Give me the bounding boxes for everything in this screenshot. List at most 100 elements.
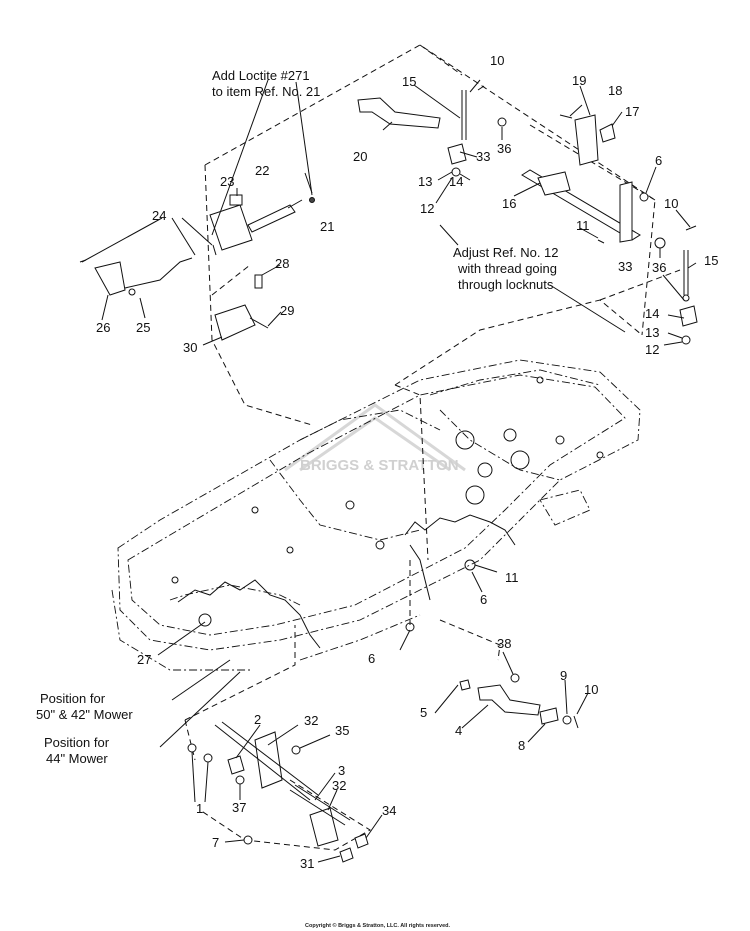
part-37-nut bbox=[235, 775, 245, 785]
part-32-plate-lower bbox=[309, 807, 339, 847]
note-adjust-line3: through locknuts bbox=[458, 277, 554, 292]
label-11-upper: 11 bbox=[576, 218, 590, 233]
label-5: 5 bbox=[420, 705, 427, 720]
label-26: 26 bbox=[96, 320, 110, 335]
note-pos50-line1: Position for bbox=[40, 691, 106, 706]
note-adjust-line2: with thread going bbox=[457, 261, 557, 276]
label-15-lower: 15 bbox=[704, 253, 718, 268]
callout-notes: Add Loctite #271 to item Ref. No. 21 Adj… bbox=[36, 68, 559, 766]
label-19: 19 bbox=[572, 73, 586, 88]
label-10: 10 bbox=[490, 53, 504, 68]
part-36-washer-lower bbox=[654, 237, 666, 249]
part-36-washer-upper bbox=[497, 117, 507, 127]
part-33-block-lower bbox=[679, 305, 698, 327]
part-20-bracket bbox=[357, 97, 441, 129]
label-12-upper: 12 bbox=[420, 201, 434, 216]
label-10-right: 10 bbox=[664, 196, 678, 211]
label-22: 22 bbox=[255, 163, 269, 178]
label-27: 27 bbox=[137, 652, 151, 667]
label-14-lower: 14 bbox=[645, 306, 659, 321]
part-labels: 10 15 19 18 17 20 33 36 13 14 12 6 10 16… bbox=[96, 53, 718, 871]
label-6-mid: 6 bbox=[480, 592, 487, 607]
part-28-bolt bbox=[254, 274, 263, 289]
label-9: 9 bbox=[560, 668, 567, 683]
label-13-upper: 13 bbox=[418, 174, 432, 189]
label-2: 2 bbox=[254, 712, 261, 727]
chassis-frame bbox=[111, 359, 641, 671]
label-15: 15 bbox=[402, 74, 416, 89]
part-33-block-upper bbox=[447, 143, 467, 165]
copyright-footer: Copyright © Briggs & Stratton, LLC. All … bbox=[305, 922, 451, 929]
part-9-washer bbox=[562, 715, 572, 725]
assembly-dashed-outlines bbox=[184, 44, 681, 851]
label-12-lower: 12 bbox=[645, 342, 659, 357]
label-6-lower: 6 bbox=[368, 651, 375, 666]
label-32-lower: 32 bbox=[332, 778, 346, 793]
label-21: 21 bbox=[320, 219, 334, 234]
part-1-nut-b bbox=[203, 753, 213, 763]
label-34: 34 bbox=[382, 803, 396, 818]
watermark-text: BRIGGS & STRATTON bbox=[300, 457, 459, 474]
label-29: 29 bbox=[280, 303, 294, 318]
note-adjust-line1: Adjust Ref. No. 12 bbox=[453, 245, 559, 260]
label-7: 7 bbox=[212, 835, 219, 850]
lift-linkage-assembly bbox=[357, 85, 698, 345]
part-30-bracket bbox=[214, 304, 256, 341]
part-18-plate bbox=[574, 114, 599, 166]
label-17: 17 bbox=[625, 104, 639, 119]
label-31: 31 bbox=[300, 856, 314, 871]
label-3: 3 bbox=[338, 763, 345, 778]
label-20: 20 bbox=[353, 149, 367, 164]
part-3-rod bbox=[214, 724, 311, 801]
part-34-bolt bbox=[354, 833, 369, 849]
label-18: 18 bbox=[608, 83, 622, 98]
part-7-nut bbox=[243, 835, 253, 845]
label-36-upper: 36 bbox=[497, 141, 511, 156]
watermark-logo: BRIGGS & STRATTON bbox=[284, 403, 466, 474]
label-38: 38 bbox=[497, 636, 511, 651]
part-19-screw bbox=[559, 114, 573, 119]
part-31-bolt bbox=[339, 847, 354, 863]
note-pos44-line2: 44" Mower bbox=[46, 751, 108, 766]
actuator-assembly bbox=[79, 194, 315, 341]
part-38-nut bbox=[510, 673, 520, 683]
part-5-bolt bbox=[459, 679, 471, 691]
label-33-lower: 33 bbox=[618, 259, 632, 274]
label-30: 30 bbox=[183, 340, 197, 355]
part-2-clip bbox=[227, 755, 245, 775]
label-4: 4 bbox=[455, 723, 462, 738]
note-pos44-line1: Position for bbox=[44, 735, 110, 750]
part-6-nut-upper bbox=[639, 192, 649, 202]
label-8: 8 bbox=[518, 738, 525, 753]
label-24: 24 bbox=[152, 208, 166, 223]
label-36-lower: 36 bbox=[652, 260, 666, 275]
note-pos50-line2: 50" & 42" Mower bbox=[36, 707, 133, 722]
note-loctite-line1: Add Loctite #271 bbox=[212, 68, 310, 83]
label-10-lower: 10 bbox=[584, 682, 598, 697]
label-37: 37 bbox=[232, 800, 246, 815]
leader-lines bbox=[81, 79, 697, 863]
label-14-upper: 14 bbox=[449, 174, 463, 189]
label-35: 35 bbox=[335, 723, 349, 738]
part-8-stud bbox=[539, 707, 559, 725]
part-1-nut-a bbox=[187, 743, 197, 753]
part-26-bracket bbox=[94, 261, 126, 296]
part-25-rod bbox=[124, 257, 193, 289]
label-13-lower: 13 bbox=[645, 325, 659, 340]
lower-right-bracket bbox=[459, 673, 579, 729]
label-23: 23 bbox=[220, 174, 234, 189]
part-23-actuator bbox=[209, 204, 253, 251]
part-32-plate-upper bbox=[254, 731, 283, 789]
label-6-upper: 6 bbox=[655, 153, 662, 168]
part-35-nut bbox=[291, 745, 301, 755]
label-11-lower: 11 bbox=[505, 570, 519, 585]
label-25: 25 bbox=[136, 320, 150, 335]
label-1: 1 bbox=[196, 801, 203, 816]
label-32-upper: 32 bbox=[304, 713, 318, 728]
part-17-pin bbox=[599, 123, 616, 143]
part-10-clip-lower bbox=[573, 715, 579, 729]
note-loctite-line2: to item Ref. No. 21 bbox=[212, 84, 320, 99]
label-28: 28 bbox=[275, 256, 289, 271]
label-33-upper: 33 bbox=[476, 149, 490, 164]
